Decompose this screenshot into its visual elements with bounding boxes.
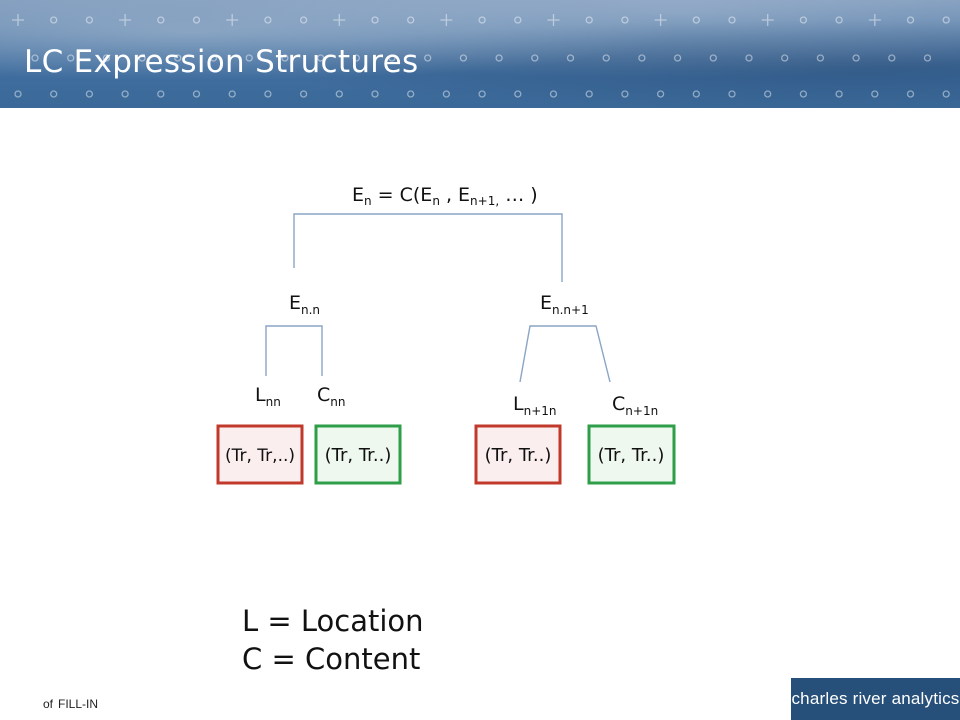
root-bracket bbox=[294, 214, 562, 282]
tree-connectors bbox=[266, 214, 610, 382]
leaf-box-location-nn: (Tr, Tr,..) bbox=[218, 426, 302, 483]
leaf-box-text: (Tr, Tr..) bbox=[325, 445, 392, 466]
left-node-label: En.n bbox=[289, 292, 320, 317]
leaf-box-text: (Tr, Tr..) bbox=[485, 445, 552, 466]
leaf-box-text: (Tr, Tr..) bbox=[598, 445, 665, 466]
legend-location: L = Location bbox=[242, 602, 424, 640]
leaf-box-content-n1n: (Tr, Tr..) bbox=[589, 426, 674, 483]
leaf-label-content-n1n: Cn+1n bbox=[612, 393, 658, 418]
leaf-box-text: (Tr, Tr,..) bbox=[225, 446, 295, 466]
page-placeholder: FILL-IN bbox=[58, 697, 98, 711]
leaf-box-content-nn: (Tr, Tr..) bbox=[316, 426, 400, 483]
leaf-label-location-n1n: Ln+1n bbox=[513, 393, 557, 418]
right-node-label: En.n+1 bbox=[540, 292, 589, 317]
legend-content: C = Content bbox=[242, 640, 424, 678]
brand-text: charles river analytics bbox=[791, 689, 959, 709]
leaf-label-content-nn: Cnn bbox=[317, 384, 346, 409]
page-number-footer: of FILL-IN bbox=[43, 697, 98, 711]
of-label: of bbox=[43, 697, 53, 711]
leaf-label-location-nn: Lnn bbox=[255, 384, 281, 409]
company-logo: charles river analytics bbox=[791, 678, 960, 720]
left-node-bracket bbox=[266, 326, 322, 376]
right-node-bracket bbox=[520, 326, 610, 382]
root-expression-label: En = C(En , En+1, … ) bbox=[352, 184, 538, 208]
legend: L = Location C = Content bbox=[242, 602, 424, 678]
leaf-box-location-n1n: (Tr, Tr..) bbox=[476, 426, 560, 483]
